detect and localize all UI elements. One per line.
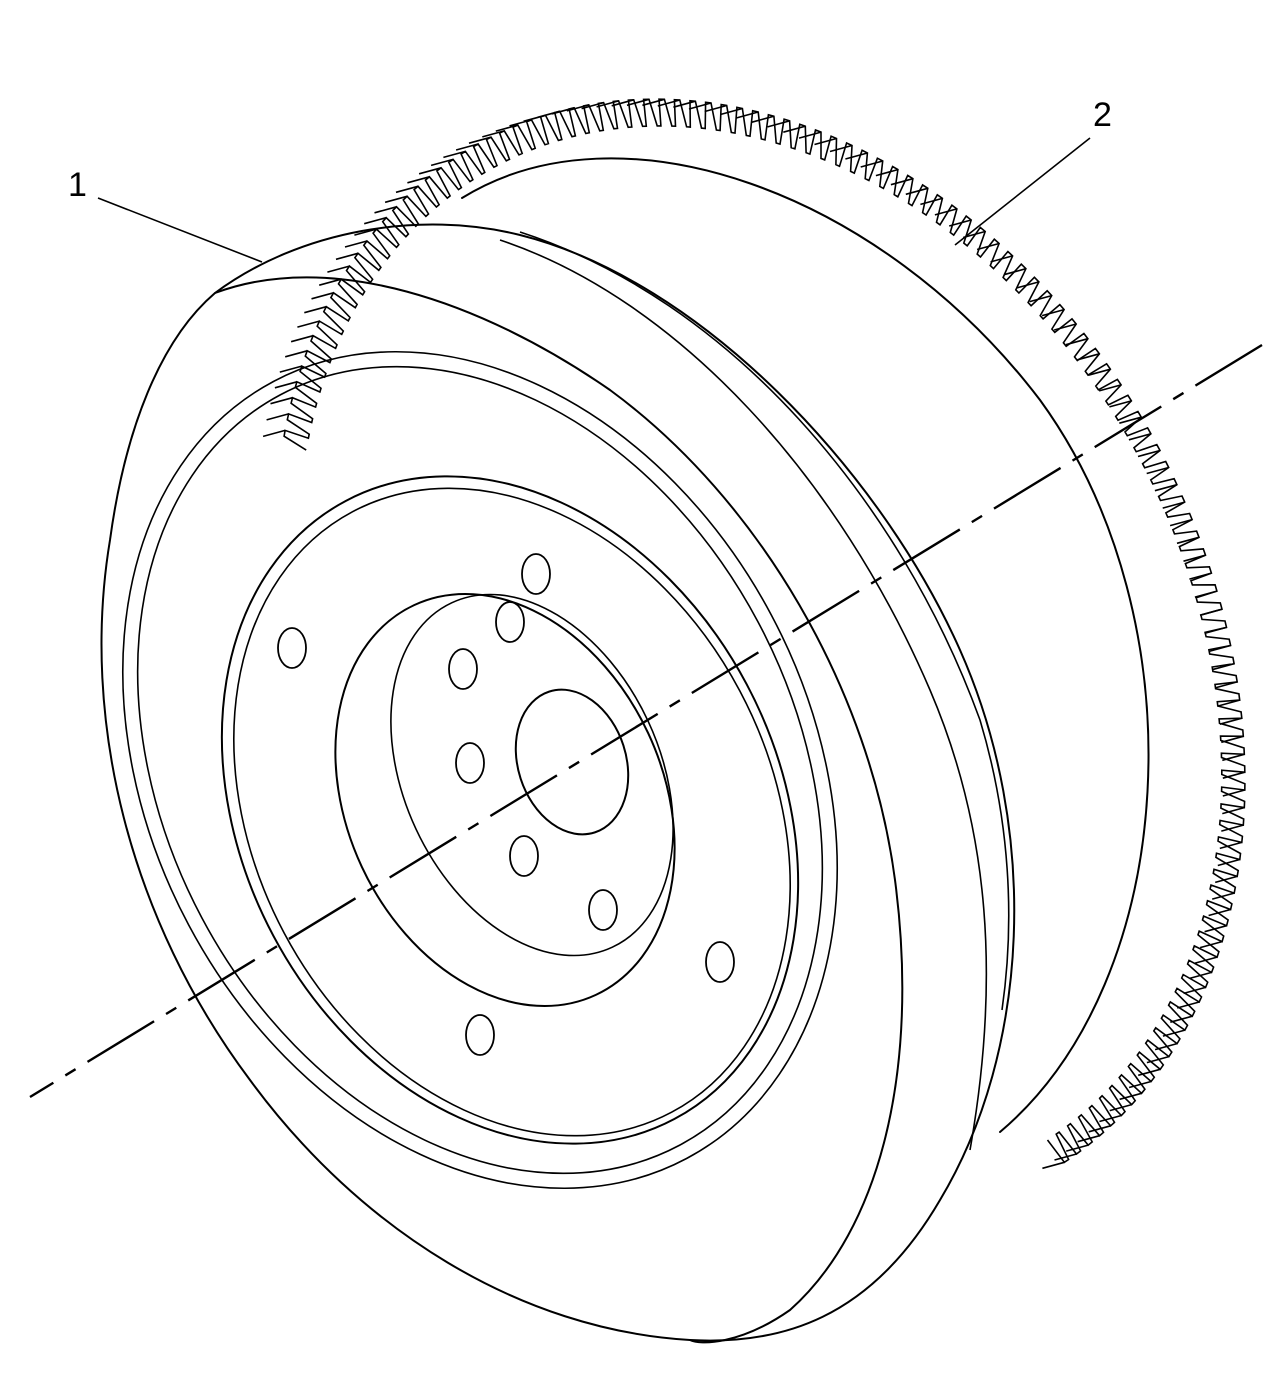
bolt-hole (455, 742, 485, 784)
pressure-plate-bolt-holes (277, 553, 735, 1056)
face-ring-second (136, 365, 824, 1175)
bolt-hole (277, 627, 307, 669)
flywheel-body (100, 223, 1016, 1344)
ring-gear (262, 98, 1246, 1170)
ring-gear-teeth (262, 98, 1246, 1170)
callout-2-leader (954, 137, 1091, 246)
callout-1: 1 (68, 166, 263, 263)
ring-gear-inner-edge (461, 157, 1150, 1133)
gear-tooth-profile (283, 98, 1246, 1164)
gear-tooth-depth (262, 98, 1246, 1170)
clutch-pocket-ring-inner (233, 487, 791, 1137)
hub-outer (334, 593, 676, 1007)
flywheel-front-face (214, 276, 904, 1344)
bolt-hole (495, 601, 525, 643)
callout-2: 2 (954, 96, 1112, 246)
flywheel-outer-rim (100, 223, 1016, 1342)
rim-step-line-2 (519, 231, 1010, 1011)
callout-1-label: 1 (68, 166, 87, 204)
bolt-hole (448, 648, 478, 690)
bolt-hole (509, 835, 539, 877)
rim-step-line (499, 239, 988, 1151)
bolt-hole (705, 941, 735, 983)
bolt-hole (465, 1014, 495, 1056)
bolt-hole (588, 889, 618, 931)
face-ring-outer (122, 350, 838, 1190)
clutch-pocket-ring (220, 475, 800, 1145)
crankshaft-bolt-holes (448, 601, 618, 931)
center-axis-line (29, 343, 1263, 1099)
callout-1-leader (97, 197, 263, 263)
bolt-hole (521, 553, 551, 595)
pilot-bore (514, 688, 630, 836)
hub-inner-ring (390, 593, 674, 957)
callout-2-label: 2 (1093, 96, 1112, 134)
